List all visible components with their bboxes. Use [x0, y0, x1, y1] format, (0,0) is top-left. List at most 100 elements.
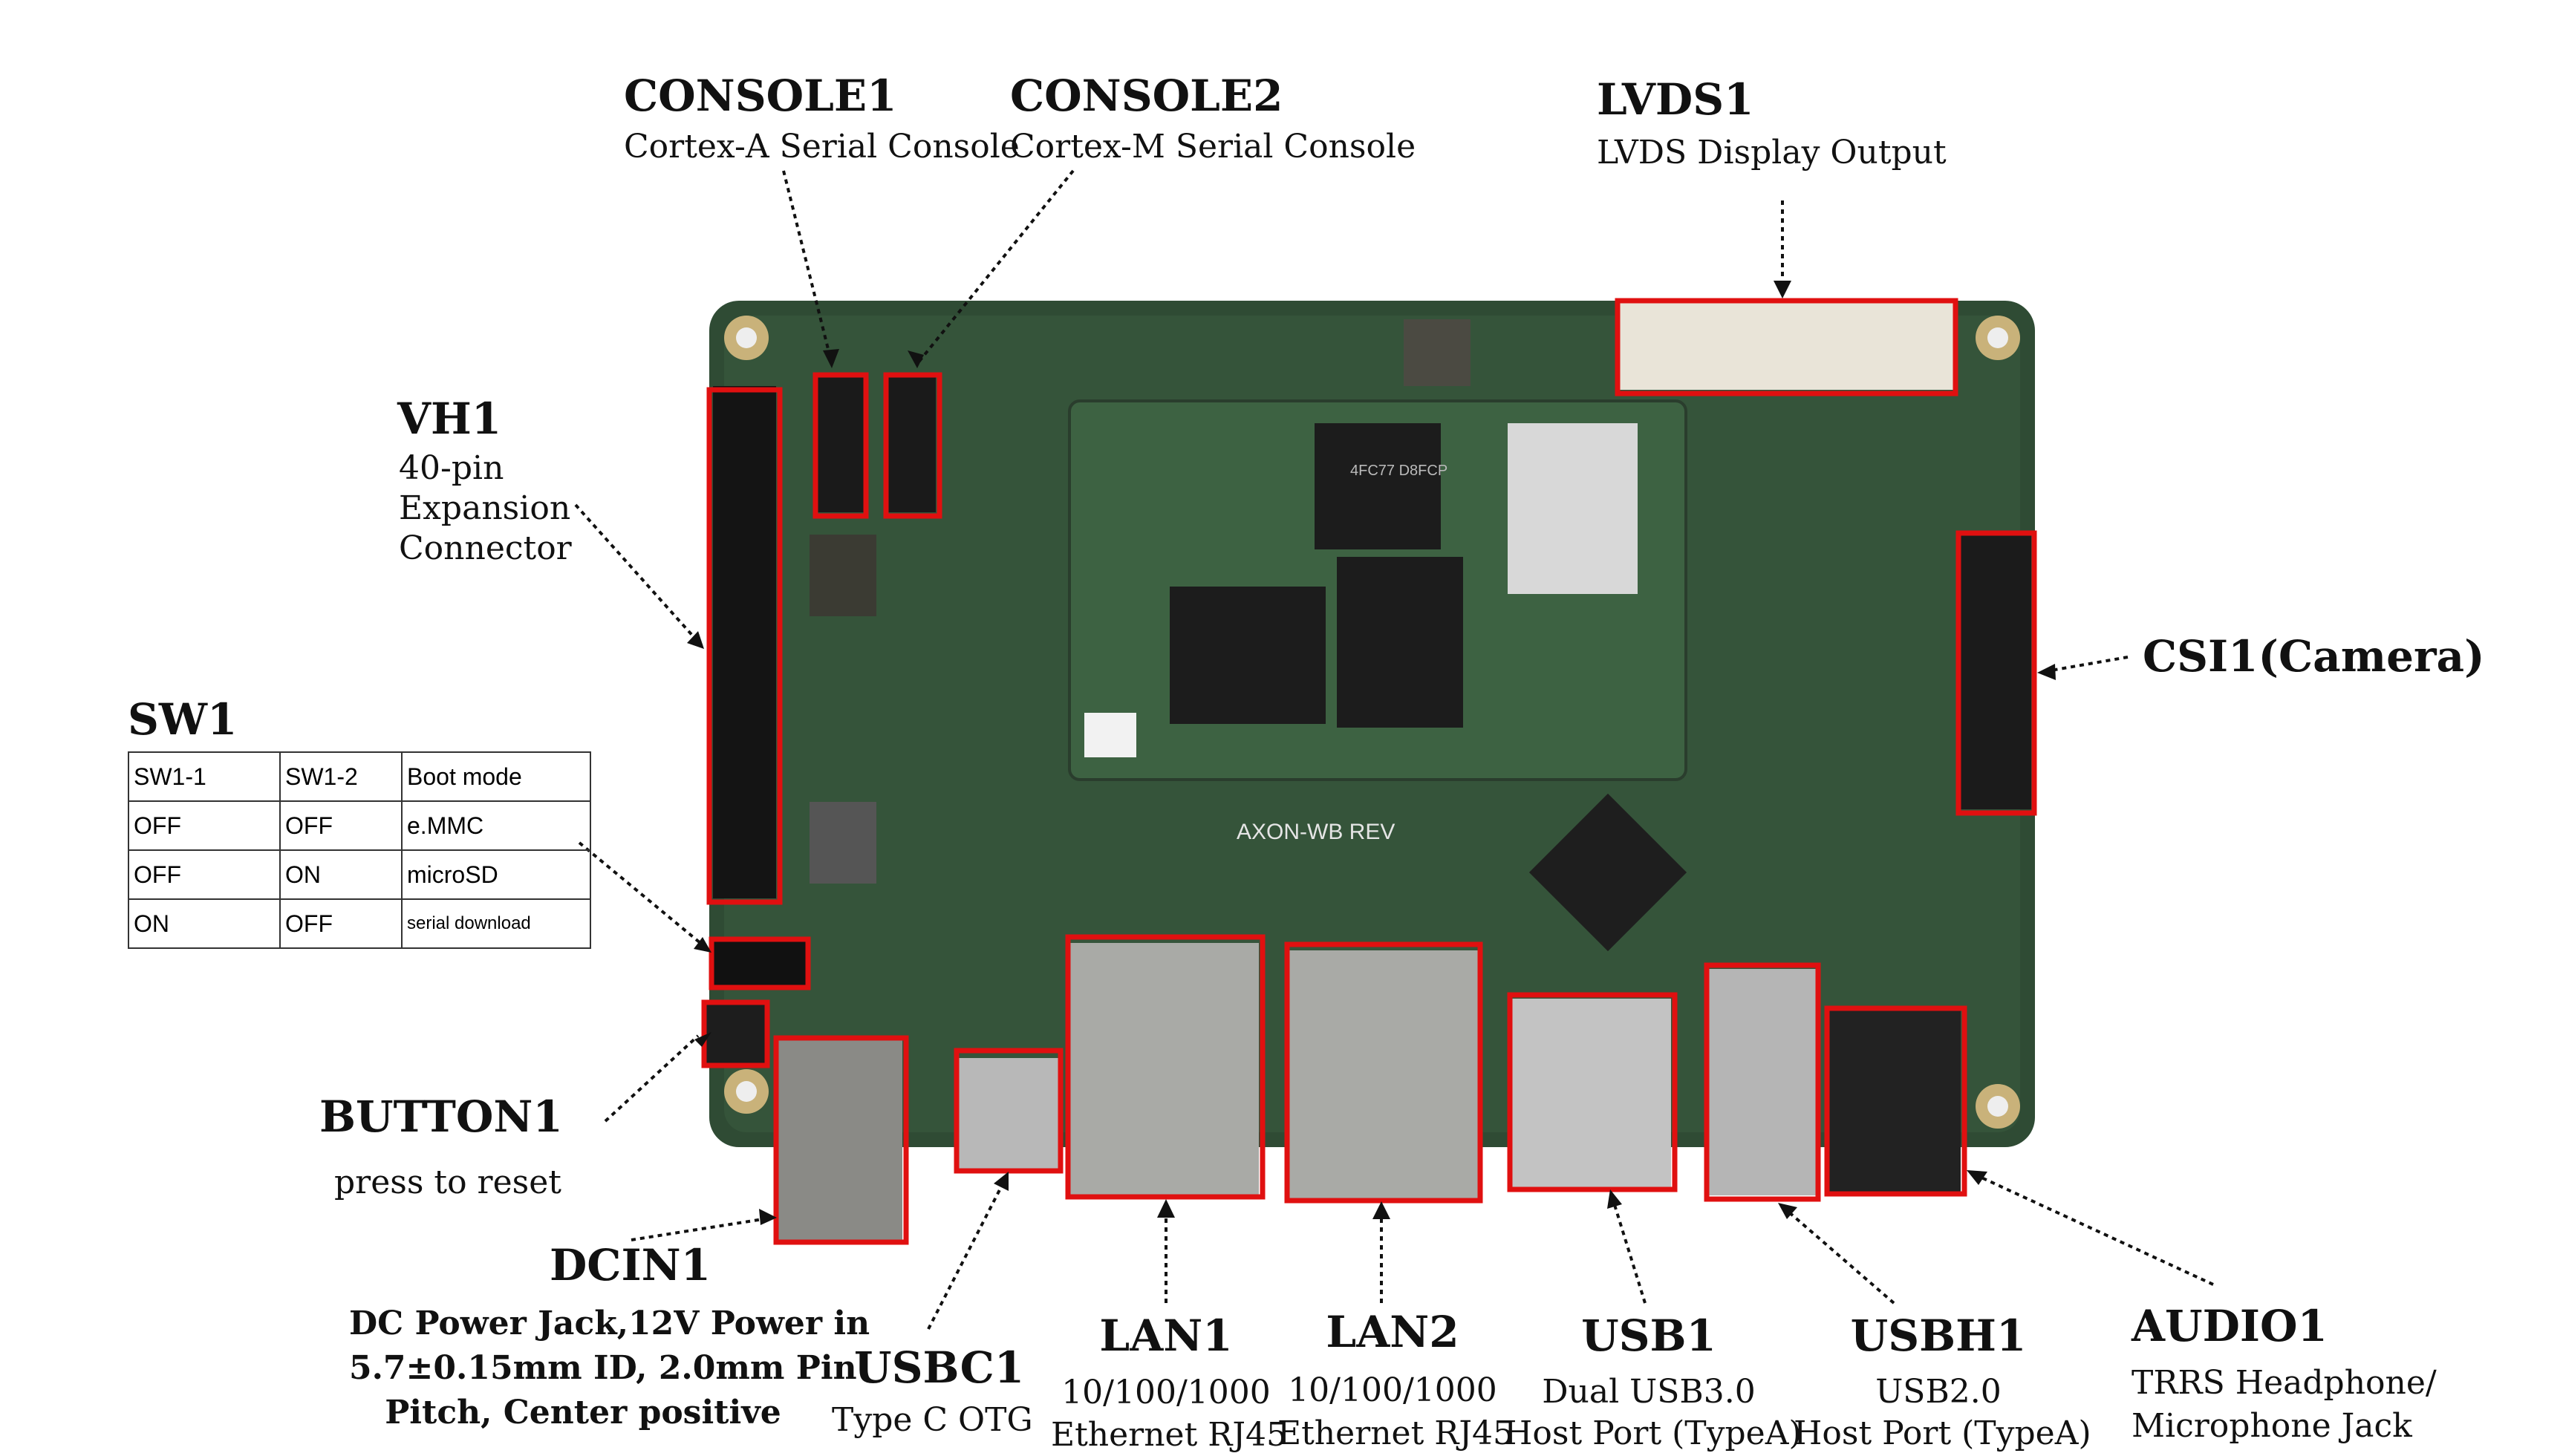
- highlight-boxes: [701, 298, 2037, 1245]
- highlight-console2: [883, 372, 942, 519]
- highlight-lan2: [1284, 941, 1483, 1204]
- console1-desc: Cortex-A Serial Console: [624, 128, 1020, 166]
- button1-desc: press to reset: [334, 1163, 561, 1201]
- lan2-title: LAN2: [1326, 1307, 1459, 1357]
- usbh1-title: USBH1: [1850, 1310, 2027, 1361]
- inductor-2: [810, 535, 876, 616]
- table-cell: OFF: [279, 898, 403, 949]
- leader-console2: [916, 169, 1075, 365]
- dcin1-desc-line2: 5.7±0.15mm ID, 2.0mm Pin: [349, 1349, 857, 1387]
- wifi-module: [1508, 423, 1638, 594]
- table-row: ON OFF serial download: [128, 898, 591, 949]
- csi-connector: [1961, 535, 2031, 809]
- table-header-cell: Boot mode: [401, 751, 591, 802]
- highlight-csi1: [1955, 530, 2037, 816]
- soc-chip: [1315, 423, 1441, 549]
- lan2-port: [1289, 950, 1478, 1199]
- lvds1-title: LVDS1: [1597, 74, 1754, 125]
- leader-usb1: [1610, 1195, 1647, 1304]
- lan1-title: LAN1: [1099, 1310, 1233, 1361]
- gpio-header: [713, 386, 776, 898]
- usbc1-title: USBC1: [854, 1342, 1025, 1393]
- table-cell: ON: [128, 898, 281, 949]
- leader-sw1: [578, 841, 711, 952]
- vh1-title: VH1: [397, 394, 502, 444]
- vh1-desc-line1: 40-pin: [399, 449, 504, 487]
- leader-dcin1: [631, 1216, 773, 1241]
- sw1-boot-mode-table: SW1-1 SW1-2 Boot mode OFF OFF e.MMC OFF …: [128, 751, 591, 949]
- lvds1-desc: LVDS Display Output: [1597, 134, 1947, 172]
- table-row: OFF ON microSD: [128, 849, 591, 900]
- table-row: OFF OFF e.MMC: [128, 800, 591, 851]
- table-cell: ON: [279, 849, 403, 900]
- table-header-row: SW1-1 SW1-2 Boot mode: [128, 751, 591, 802]
- table-header-cell: SW1-2: [279, 751, 403, 802]
- dcin1-title: DCIN1: [550, 1240, 711, 1290]
- csi1-title: CSI1(Camera): [2143, 631, 2485, 682]
- vh1-desc-line2: Expansion: [399, 489, 571, 527]
- inductor: [1404, 319, 1471, 386]
- highlight-lan1: [1065, 934, 1266, 1200]
- highlight-button1: [701, 999, 770, 1068]
- emmc-chip: [1337, 557, 1463, 728]
- usbh1-desc-line1: USB2.0: [1875, 1373, 2002, 1411]
- board-silkscreen: AXON-WB REV: [1237, 820, 1395, 844]
- table-cell: microSD: [401, 849, 591, 900]
- lvds-connector: [1619, 301, 1953, 390]
- highlight-dcin1: [773, 1035, 909, 1245]
- leader-usbc1: [927, 1176, 1008, 1330]
- console2-desc: Cortex-M Serial Console: [1010, 128, 1416, 166]
- leader-audio1: [1971, 1172, 2214, 1286]
- lan1-port: [1069, 943, 1259, 1195]
- usb1-title: USB1: [1581, 1310, 1716, 1361]
- leader-console1: [782, 170, 833, 365]
- sw1-switch[interactable]: [713, 941, 806, 986]
- dc-jack: [776, 1039, 902, 1240]
- processor-chip: [1528, 793, 1687, 952]
- dcin1-desc-line3: Pitch, Center positive: [385, 1394, 781, 1431]
- table-cell: OFF: [128, 849, 281, 900]
- usbh1-port: [1708, 969, 1816, 1195]
- usb1-desc-line2: Host Port (TypeA): [1504, 1414, 1802, 1452]
- leader-vh1: [574, 503, 703, 647]
- sw1-title: SW1: [128, 694, 238, 745]
- usbh1-desc-line2: Host Port (TypeA): [1794, 1414, 2091, 1452]
- chip-marking: 4FC77 D8FCP: [1350, 463, 1447, 479]
- usb1-port: [1511, 999, 1671, 1188]
- audio1-desc-line1: TRRS Headphone/: [2132, 1364, 2437, 1402]
- reset-button[interactable]: [706, 1004, 765, 1063]
- audio-jack: [1827, 1010, 1961, 1192]
- usbc1-desc: Type C OTG: [832, 1401, 1033, 1439]
- audio1-title: AUDIO1: [2132, 1301, 2328, 1351]
- audio1-desc-line2: Microphone Jack: [2132, 1407, 2412, 1445]
- lan1-desc-line2: Ethernet RJ45: [1051, 1416, 1288, 1454]
- ram-chip: [1170, 587, 1326, 724]
- lan2-desc-line1: 10/100/1000: [1288, 1371, 1497, 1409]
- button1-title: BUTTON1: [319, 1091, 563, 1142]
- leader-lines: [574, 169, 2214, 1330]
- highlight-lvds1: [1615, 298, 1958, 396]
- inductor-3: [810, 802, 876, 884]
- highlight-usbh1: [1704, 962, 1821, 1202]
- table-cell: OFF: [279, 800, 403, 851]
- highlight-usbc1: [954, 1048, 1064, 1174]
- usb1-desc-line1: Dual USB3.0: [1542, 1373, 1756, 1411]
- highlight-vh1: [706, 387, 783, 905]
- console2-title: CONSOLE2: [1010, 71, 1283, 121]
- lan2-desc-line2: Ethernet RJ45: [1277, 1414, 1514, 1452]
- lan1-desc-line1: 10/100/1000: [1061, 1374, 1271, 1411]
- highlight-sw1: [709, 936, 811, 990]
- dcin1-desc-line1: DC Power Jack,12V Power in: [349, 1305, 870, 1342]
- console1-header: [817, 375, 865, 512]
- leader-arrowheads: [687, 281, 2056, 1225]
- highlight-usb1: [1507, 992, 1678, 1192]
- qr-label: [1084, 713, 1136, 757]
- highlight-audio1: [1824, 1005, 1967, 1197]
- table-cell: serial download: [401, 898, 591, 949]
- console1-title: CONSOLE1: [624, 71, 897, 121]
- leader-button1: [604, 1034, 700, 1123]
- vh1-desc-line3: Connector: [399, 529, 572, 567]
- table-cell: OFF: [128, 800, 281, 851]
